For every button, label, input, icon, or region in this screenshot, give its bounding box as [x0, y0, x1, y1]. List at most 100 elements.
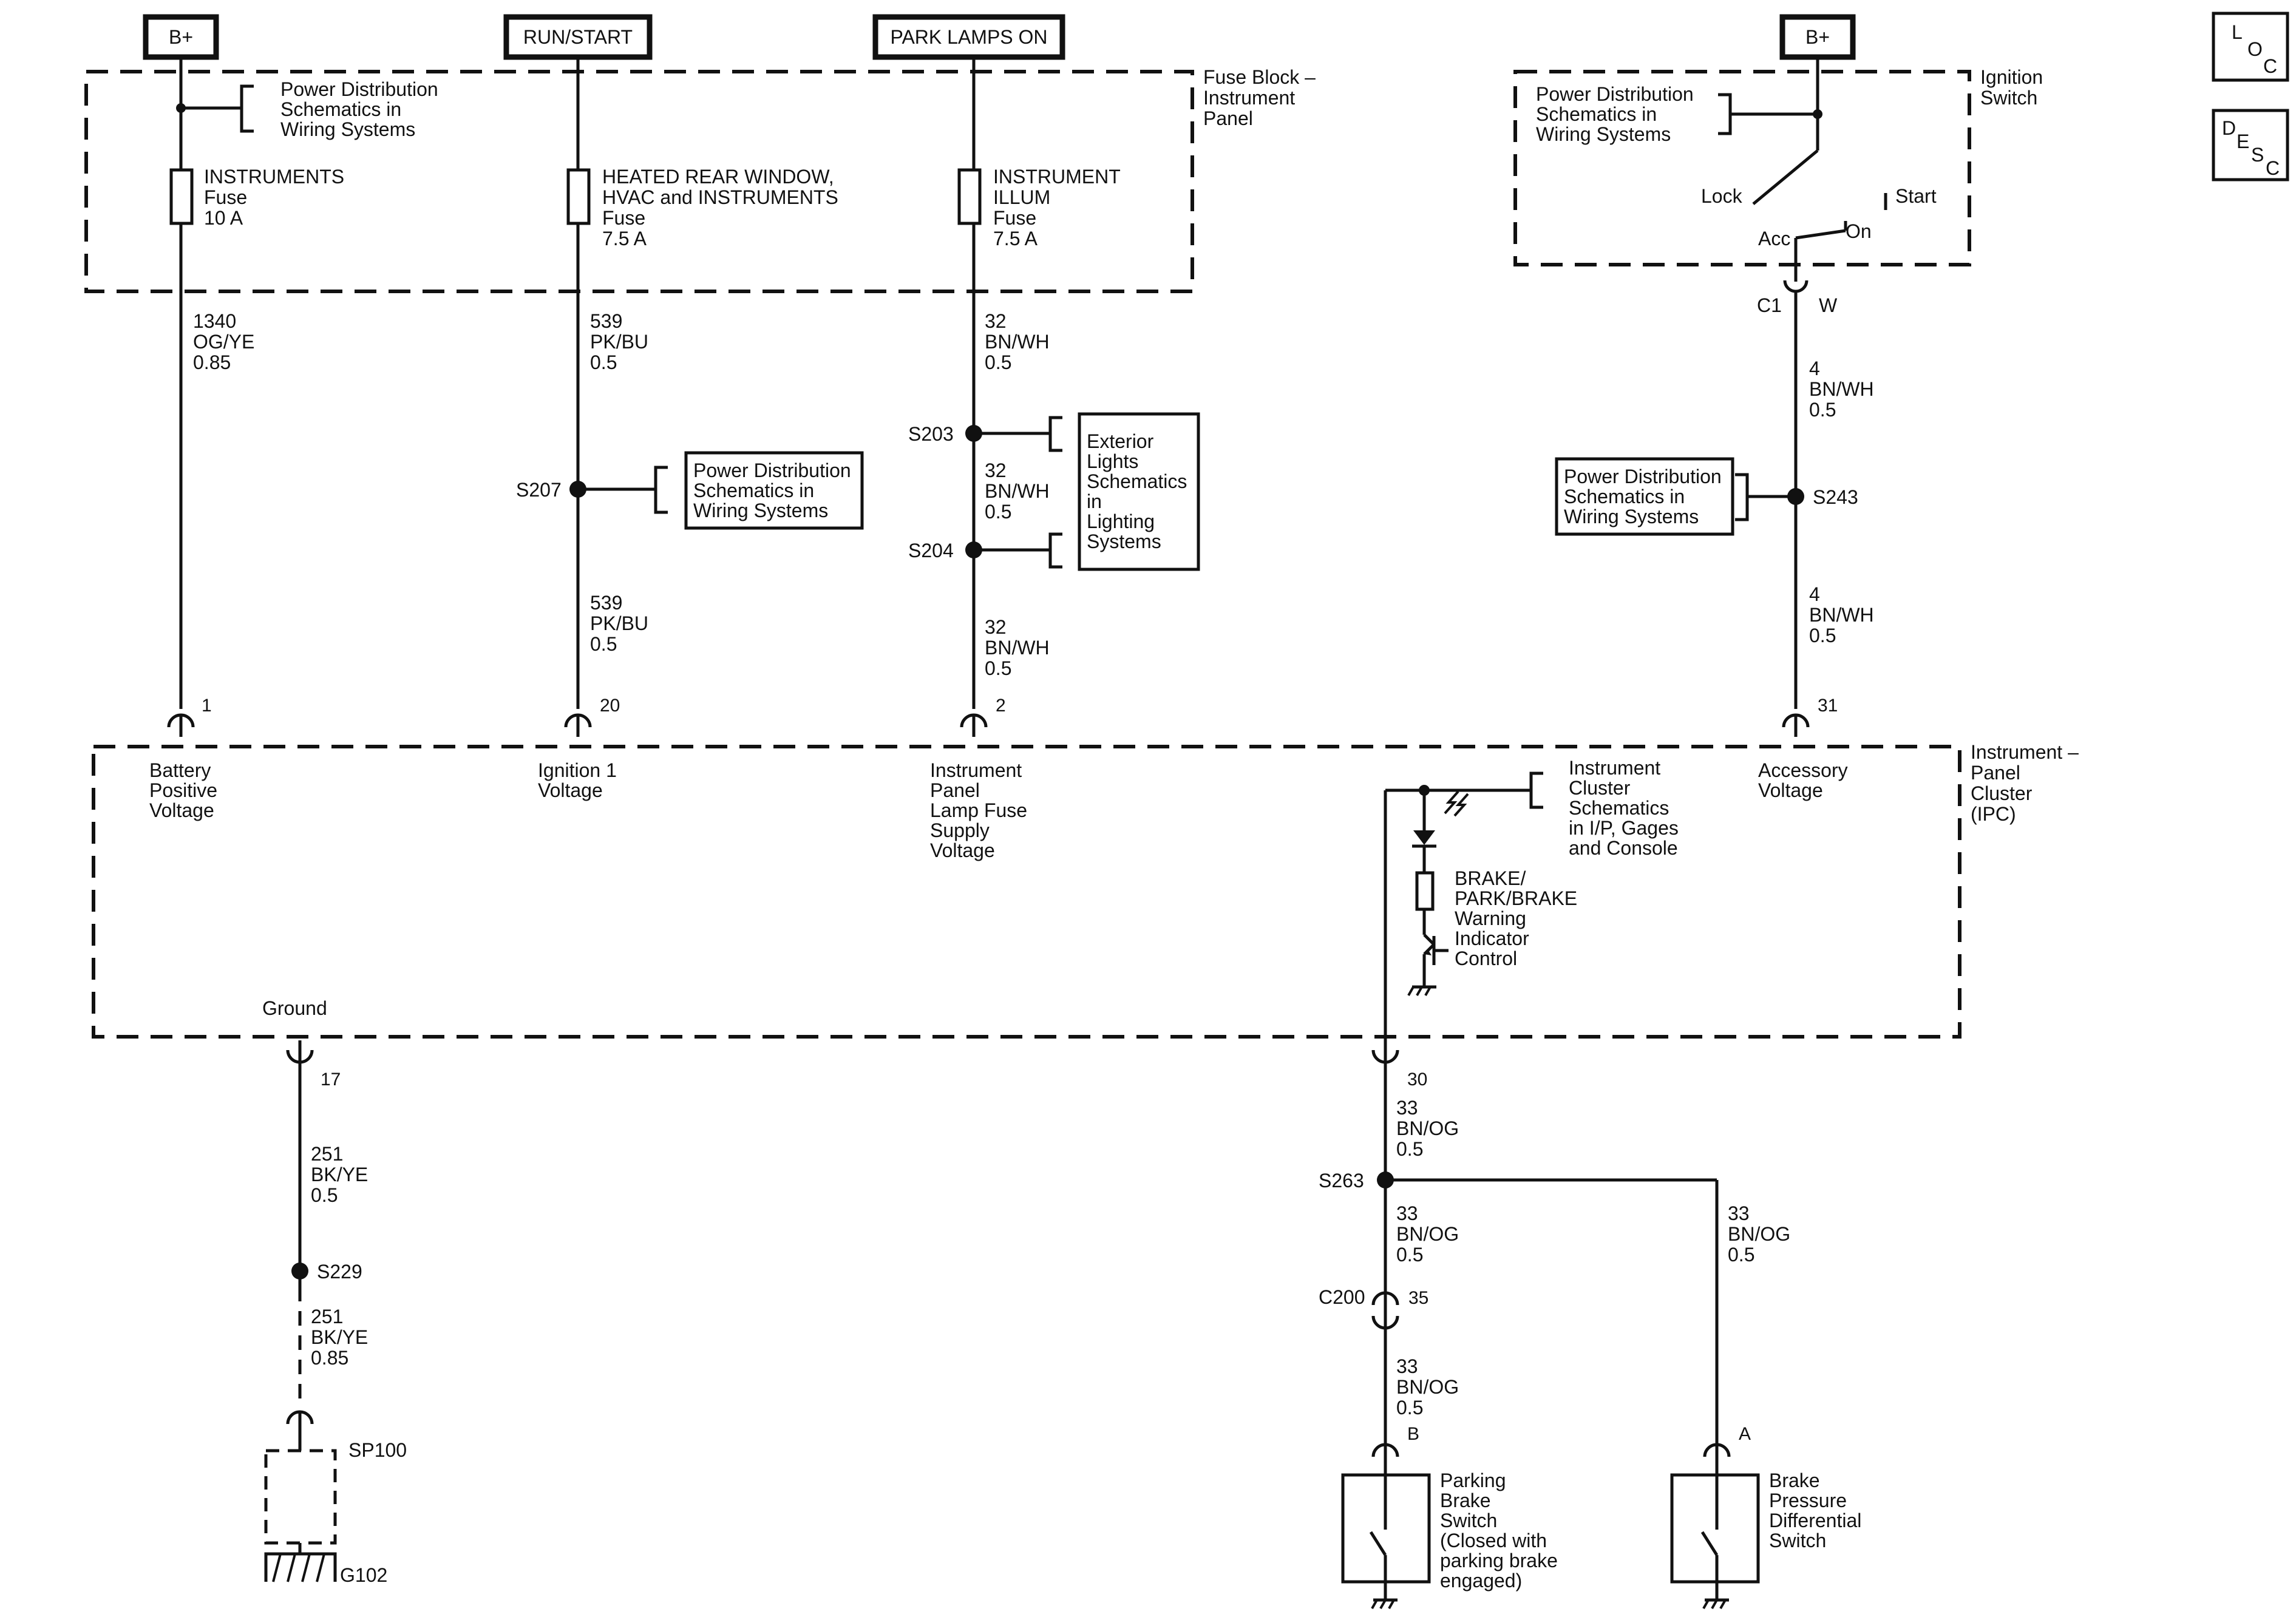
- wire-33c-circuit: 33: [1728, 1202, 1750, 1224]
- ign-pds-line-1: Power Distribution: [1536, 83, 1694, 105]
- fuse-heated-line-3: Fuse: [602, 207, 645, 229]
- pds-ref-1-line-1: Power Distribution: [280, 78, 438, 100]
- wire-539b-size: 0.5: [590, 633, 617, 655]
- loc-c: C: [2263, 55, 2277, 77]
- warning-line-3: Warning: [1455, 907, 1526, 929]
- wire-33d-circuit: 33: [1396, 1355, 1418, 1377]
- wire-251b-color: BK/YE: [311, 1326, 368, 1348]
- ext-lights-line-2: Lights: [1087, 450, 1138, 472]
- park-lamps-on-label: PARK LAMPS ON: [890, 26, 1047, 48]
- instrument-panel-cluster: Instrument – Panel Cluster (IPC) Battery…: [92, 741, 2079, 1039]
- ipc-ref-line-2: Cluster: [1569, 777, 1631, 799]
- ipc-ground-label: Ground: [262, 997, 327, 1019]
- wire-33b-size: 0.5: [1396, 1244, 1423, 1266]
- pbs-line-3: Switch: [1440, 1510, 1497, 1531]
- brake-pressure-switch-box: [1670, 1473, 1760, 1584]
- loc-o: O: [2247, 38, 2263, 60]
- splice-s229-dot: [291, 1263, 308, 1280]
- s204-label: S204: [908, 540, 954, 561]
- pbs-line-6: engaged): [1440, 1570, 1522, 1592]
- fuse-heated-rear-window: HEATED REAR WINDOW, HVAC and INSTRUMENTS…: [566, 166, 838, 249]
- pds-reference-s243: Power Distribution Schematics in Wiring …: [1555, 457, 1734, 536]
- pds-s207-line-3: Wiring Systems: [693, 500, 828, 521]
- wire-251a-size: 0.5: [311, 1184, 338, 1206]
- g102-ground-icon: [264, 1552, 337, 1582]
- ipc-pin-30: 30: [1371, 1040, 1427, 1090]
- pin-1-label: 1: [202, 696, 212, 716]
- ipc-ref-line-4: in I/P, Gages: [1569, 817, 1679, 839]
- pin-17-label: 17: [321, 1070, 341, 1090]
- switch-acc-label: Acc: [1758, 228, 1790, 249]
- c200-label: C200: [1319, 1286, 1365, 1308]
- lamp-voltage-line-3: Lamp Fuse: [930, 799, 1027, 821]
- power-source-bplus-right: B+: [1779, 14, 1856, 60]
- run-start-label: RUN/START: [523, 26, 633, 48]
- led-icon: [1413, 830, 1435, 845]
- ignition-voltage-line-2: Voltage: [538, 779, 603, 801]
- wire-33c-size: 0.5: [1728, 1244, 1754, 1266]
- pds-s243-line-2: Schematics in: [1564, 486, 1685, 507]
- fuse-heated-line-1: HEATED REAR WINDOW,: [602, 166, 834, 188]
- wire-4b-circuit: 4: [1809, 583, 1820, 605]
- fuse-instruments: INSTRUMENTS Fuse 10 A: [169, 166, 344, 229]
- loc-l: L: [2232, 21, 2243, 43]
- ipc-pin-2: 2: [960, 696, 1006, 737]
- pbs-line-5: parking brake: [1440, 1550, 1558, 1571]
- warning-line-5: Control: [1455, 947, 1517, 969]
- fuse-heated-line-4: 7.5 A: [602, 228, 647, 249]
- pbs-line-4: (Closed with: [1440, 1530, 1547, 1551]
- ipc-ref-line-5: and Console: [1569, 837, 1678, 859]
- splice-s204: S204: [908, 532, 1062, 569]
- battery-voltage-line-3: Voltage: [149, 799, 214, 821]
- pds-reference-s207: Power Distribution Schematics in Wiring …: [684, 451, 864, 530]
- bps-line-4: Switch: [1769, 1530, 1826, 1551]
- lamp-voltage-line-2: Panel: [930, 779, 980, 801]
- pds-ref-1-line-3: Wiring Systems: [280, 118, 415, 140]
- g102-label: G102: [340, 1564, 387, 1586]
- wire-32b-circuit: 32: [985, 459, 1007, 481]
- parking-brake-switch: B Parking Brake Switch (Closed with park…: [1341, 1424, 1558, 1609]
- wire-539b-color: PK/BU: [590, 612, 648, 634]
- accessory-voltage-line-1: Accessory: [1758, 759, 1848, 781]
- wire-251a-color: BK/YE: [311, 1164, 368, 1185]
- accessory-voltage-line-2: Voltage: [1758, 779, 1823, 801]
- switch-on-label: On: [1846, 220, 1872, 242]
- fuse-instruments-line-2: Fuse: [204, 186, 247, 208]
- wire-4b-size: 0.5: [1809, 625, 1836, 646]
- pin-30-label: 30: [1407, 1070, 1427, 1090]
- wire-539a-color: PK/BU: [590, 331, 648, 353]
- wire-4b-color: BN/WH: [1809, 604, 1874, 626]
- pbs-line-1: Parking: [1440, 1470, 1506, 1491]
- pds-s243-line-3: Wiring Systems: [1564, 506, 1699, 527]
- wire-33b-circuit: 33: [1396, 1202, 1418, 1224]
- lamp-voltage-line-4: Supply: [930, 819, 990, 841]
- wire-1340-circuit: 1340: [193, 310, 236, 332]
- wire-32b-size: 0.5: [985, 501, 1011, 523]
- ipc-ref-line-1: Instrument: [1569, 757, 1660, 779]
- brake-switch-circuit: 33 BN/OG 0.5 S263 33 BN/OG 0.5 33 BN/OG …: [1319, 1062, 1790, 1445]
- desc-c: C: [2266, 157, 2280, 179]
- wire-4a-color: BN/WH: [1809, 378, 1874, 400]
- desc-s: S: [2251, 144, 2264, 166]
- splice-s207: S207: [516, 466, 668, 514]
- s207-label: S207: [516, 479, 562, 501]
- warning-line-4: Indicator: [1455, 927, 1529, 949]
- fuse-illum-line-2: ILLUM: [993, 186, 1050, 208]
- ign-pds-line-2: Schematics in: [1536, 103, 1657, 125]
- ground-circuit: 251 BK/YE 0.5 S229 251 BK/YE 0.85 SP100 …: [264, 1062, 407, 1586]
- ipc-ref-line-3: Schematics: [1569, 797, 1669, 819]
- lamp-voltage-line-5: Voltage: [930, 839, 995, 861]
- wire-4a-circuit: 4: [1809, 358, 1820, 379]
- wire-32a-color: BN/WH: [985, 331, 1050, 353]
- sp100-box: [264, 1449, 337, 1545]
- ignition-switch-title-2: Switch: [1980, 87, 2037, 109]
- loc-legend: L O C: [2212, 12, 2289, 82]
- power-source-bplus-left: B+: [143, 14, 219, 60]
- wire-539b-circuit: 539: [590, 592, 622, 614]
- lamp-voltage-line-1: Instrument: [930, 759, 1022, 781]
- pin-b-label: B: [1407, 1424, 1419, 1444]
- warning-line-2: PARK/BRAKE: [1455, 887, 1577, 909]
- ipc-pin-1: 1: [167, 696, 212, 737]
- wire-539a-size: 0.5: [590, 351, 617, 373]
- ipc-pin-31: 31: [1782, 696, 1838, 737]
